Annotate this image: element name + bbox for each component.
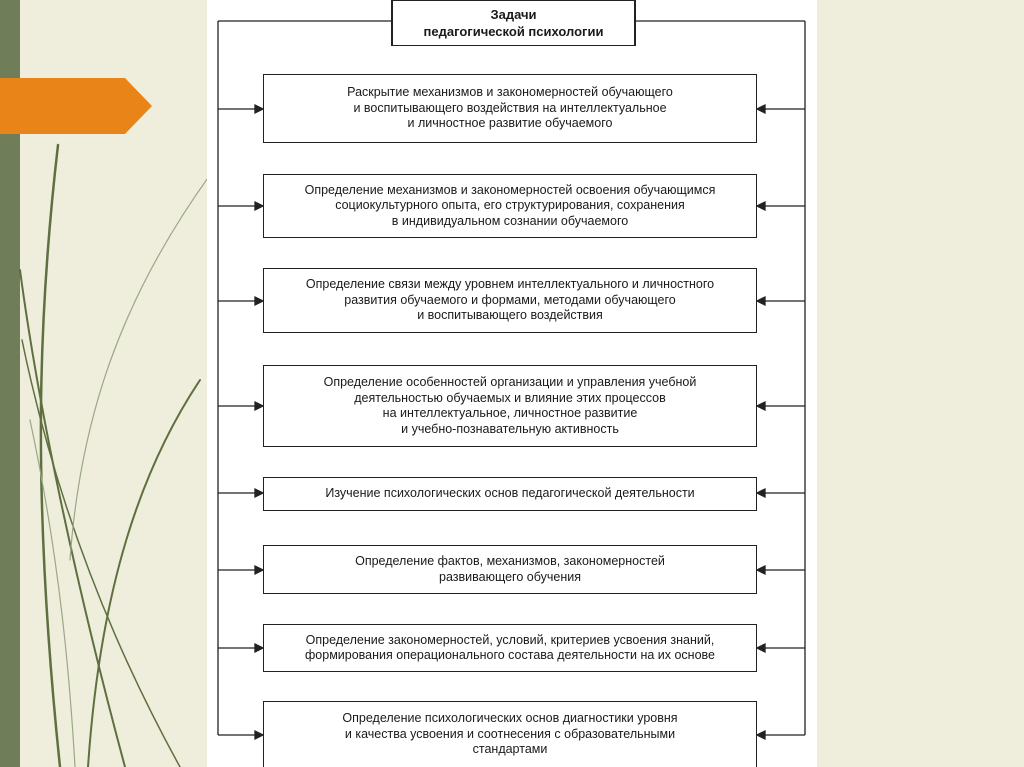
task-line: Определение закономерностей, условий, кр… [305,632,715,647]
task-line: развивающего обучения [439,569,581,584]
task-box-5: Изучение психологических основ педагогич… [263,477,757,511]
diagram-page: Задачи педагогической психологии Раскрыт… [207,0,817,767]
task-line: и учебно-познавательную активность [401,421,619,436]
task-line: в индивидуальном сознании обучаемого [391,213,629,228]
task-line: и воспитывающего воздействия на интеллек… [353,100,667,115]
task-box-2: Определение механизмов и закономерностей… [263,174,757,238]
diagram-title-line: Задачи [490,6,537,22]
task-line: развития обучаемого и формами, методами … [344,292,676,307]
task-line: социокультурного опыта, его структуриров… [335,198,685,213]
left-accent-bar [0,0,20,767]
task-line: формирования операционального состава де… [305,648,715,662]
task-line: стандартами [472,742,548,757]
connector-lines [217,20,806,741]
task-line: Определение психологических основ диагно… [342,711,678,726]
task-line: на интеллектуальное, личностное развитие [382,406,638,420]
task-line: Изучение психологических основ педагогич… [325,486,695,501]
task-line: и качества усвоения и соотнесения с обра… [344,726,676,741]
task-box-3: Определение связи между уровнем интеллек… [263,268,757,333]
task-box-7: Определение закономерностей, условий, кр… [263,624,757,672]
task-line: Определение фактов, механизмов, закономе… [355,554,665,568]
task-box-6: Определение фактов, механизмов, закономе… [263,545,757,594]
task-line: Определение механизмов и закономерностей… [304,182,716,197]
task-line: Раскрытие механизмов и закономерностей о… [347,85,673,100]
task-line: Определение связи между уровнем интеллек… [305,277,715,292]
diagram-title-box: Задачи педагогической психологии [391,0,636,46]
task-line: и воспитывающего воздействия [417,308,603,323]
task-line: деятельностью обучаемых и влияние этих п… [354,390,666,405]
diagram-title-line: педагогической психологии [423,23,604,39]
right-arrows [755,103,805,741]
task-box-1: Раскрытие механизмов и закономерностей о… [263,74,757,143]
left-arrows [218,103,265,741]
task-line: и личностное развитие обучаемого [407,116,613,131]
task-line: Определение особенностей организации и у… [323,375,697,389]
task-box-8: Определение психологических основ диагно… [263,701,757,767]
orange-arrow-tab [0,78,152,134]
decorative-grass-strokes [0,78,210,767]
task-box-4: Определение особенностей организации и у… [263,365,757,447]
